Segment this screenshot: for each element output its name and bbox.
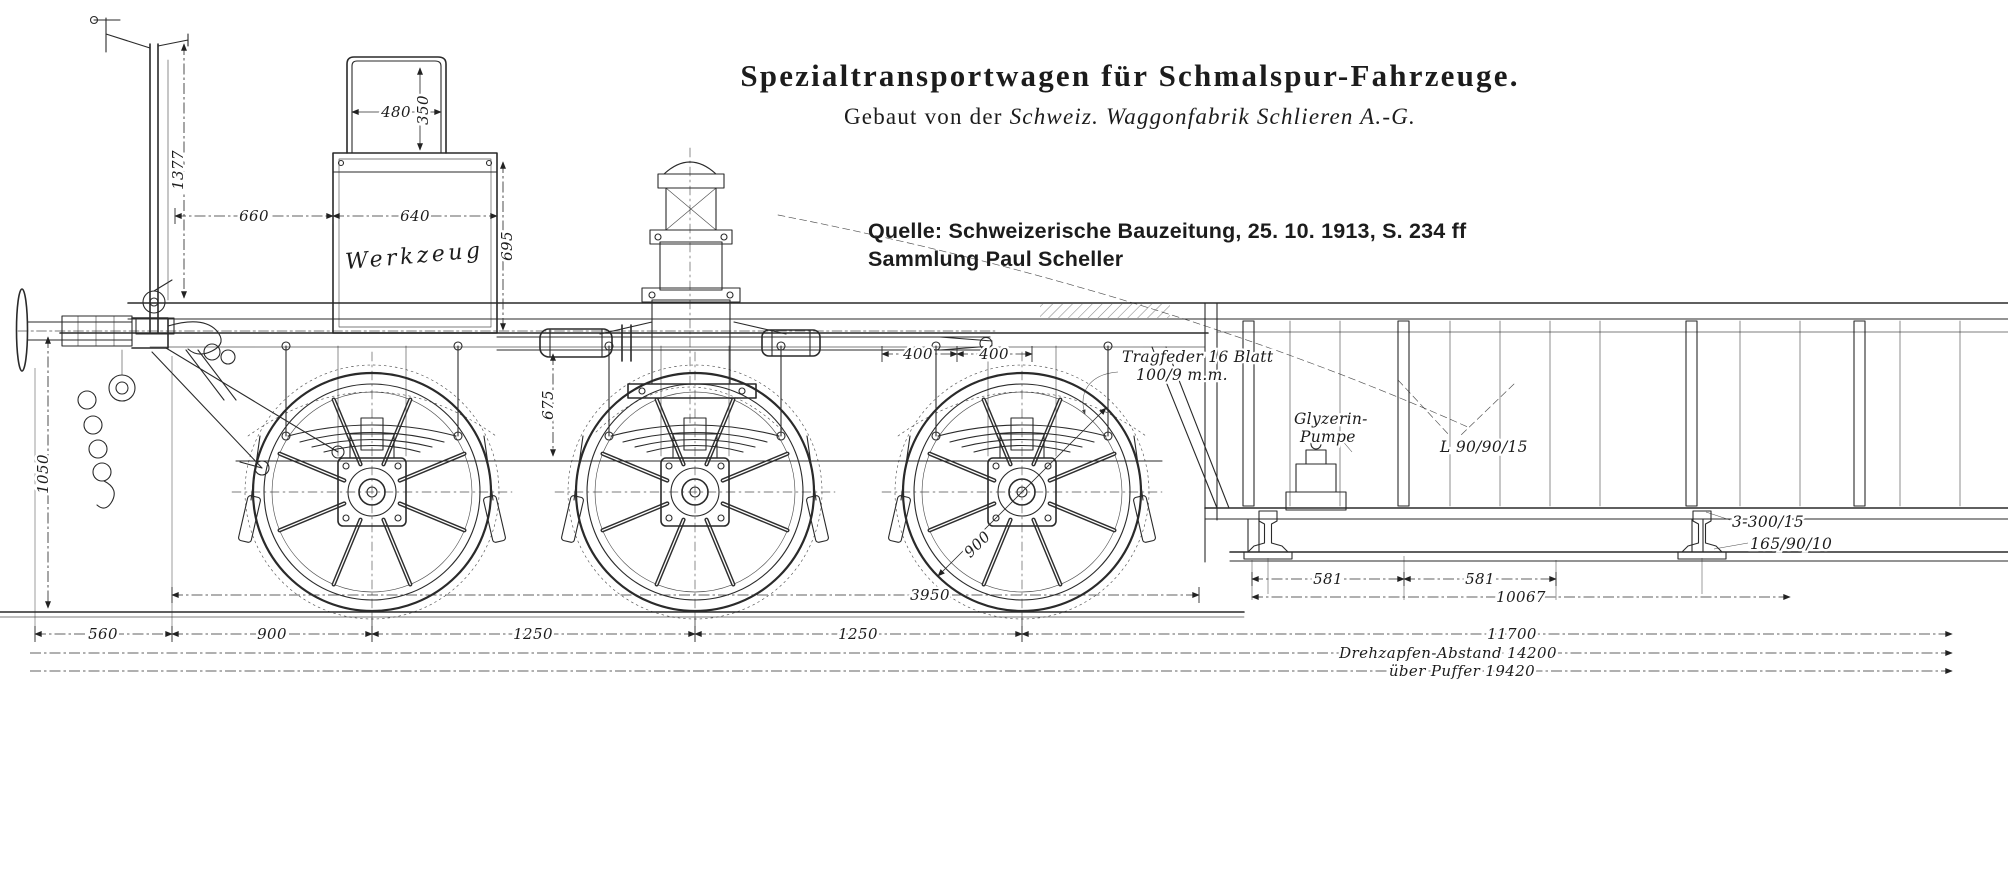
dim-581-a: 581: [1313, 570, 1343, 588]
dim-400-b: 400: [978, 345, 1009, 363]
dim-695: 695: [498, 231, 516, 261]
dim-1050: 1050: [34, 454, 52, 494]
source-note: Quelle: Schweizerische Bauzeitung, 25. 1…: [868, 219, 1467, 271]
toolbox: [332, 152, 498, 334]
right-platform: [1151, 302, 2008, 563]
dim-640: 640: [400, 207, 430, 225]
safety-chain: [77, 390, 115, 509]
dim-11700: 11700: [1487, 625, 1537, 643]
subtitle-builder-name: Schweiz. Waggonfabrik Schlieren A.-G.: [1010, 104, 1416, 129]
source-line-2: Sammlung Paul Scheller: [868, 247, 1124, 271]
dim-675: 675: [539, 390, 557, 420]
header: Spezialtransportwagen für Schmalspur-Fah…: [740, 58, 1519, 129]
dimension-lines: [30, 43, 1953, 674]
spring-label-line2: 100/9 m.m.: [1136, 366, 1228, 384]
loaded-rail-sections: [1243, 510, 1749, 560]
angle-profile-label: L 90/90/15: [1439, 438, 1528, 456]
brake-rigging-left: [108, 347, 345, 476]
dim-1250-a: 1250: [513, 625, 553, 643]
dim-660: 660: [239, 207, 269, 225]
rail-profile-label: 165/90/10: [1750, 535, 1832, 553]
spring-label-line1: Tragfeder 16 Blatt: [1122, 348, 1274, 366]
dim-wheel-diameter: 900: [960, 527, 994, 561]
source-line-1: Quelle: Schweizerische Bauzeitung, 25. 1…: [868, 219, 1467, 243]
dim-1377: 1377: [169, 150, 187, 190]
brake-windlass: [89, 15, 189, 335]
dim-400-a: 400: [902, 345, 933, 363]
pump-label-line1: Glyzerin-: [1294, 410, 1368, 428]
dim-900: 900: [257, 625, 287, 643]
dim-480: 480: [380, 103, 411, 121]
page-subtitle: Gebaut von der Schweiz. Waggonfabrik Schl…: [844, 104, 1416, 129]
toolbox-railing: [346, 56, 447, 154]
drawbar: [496, 324, 993, 362]
dim-1250-b: 1250: [838, 625, 878, 643]
main-frame: [17, 302, 2008, 348]
dim-over-buffers: über Puffer 19420: [1389, 662, 1535, 680]
toolbox-label: Werkzeug: [344, 238, 484, 275]
page-title: Spezialtransportwagen für Schmalspur-Fah…: [740, 58, 1519, 93]
dim-581-b: 581: [1465, 570, 1495, 588]
center-pivot: [599, 147, 787, 426]
pump-label-line2: Pumpe: [1299, 428, 1356, 446]
dim-3950: 3950: [910, 586, 950, 604]
wheelset-1: [232, 341, 512, 632]
subtitle-prefix: Gebaut von der: [844, 104, 1003, 129]
channel-profile-label: 3-300/15: [1732, 513, 1804, 531]
dim-350: 350: [414, 95, 432, 125]
dim-pivot-distance: Drehzapfen-Abstand 14200: [1338, 644, 1557, 662]
glycerin-pump: [1285, 437, 1353, 511]
dim-10067: 10067: [1496, 588, 1546, 606]
buffer-and-coupling: [15, 288, 236, 509]
dimension-labels: 480 350 1377 660 640 695 675 1050 400 40…: [32, 93, 1560, 683]
dim-560: 560: [88, 625, 118, 643]
wheelset-2: [555, 341, 835, 632]
ground-line: [0, 611, 1245, 618]
annotation-labels: Tragfeder 16 Blatt 100/9 m.m. Glyzerin- …: [1120, 346, 1834, 556]
